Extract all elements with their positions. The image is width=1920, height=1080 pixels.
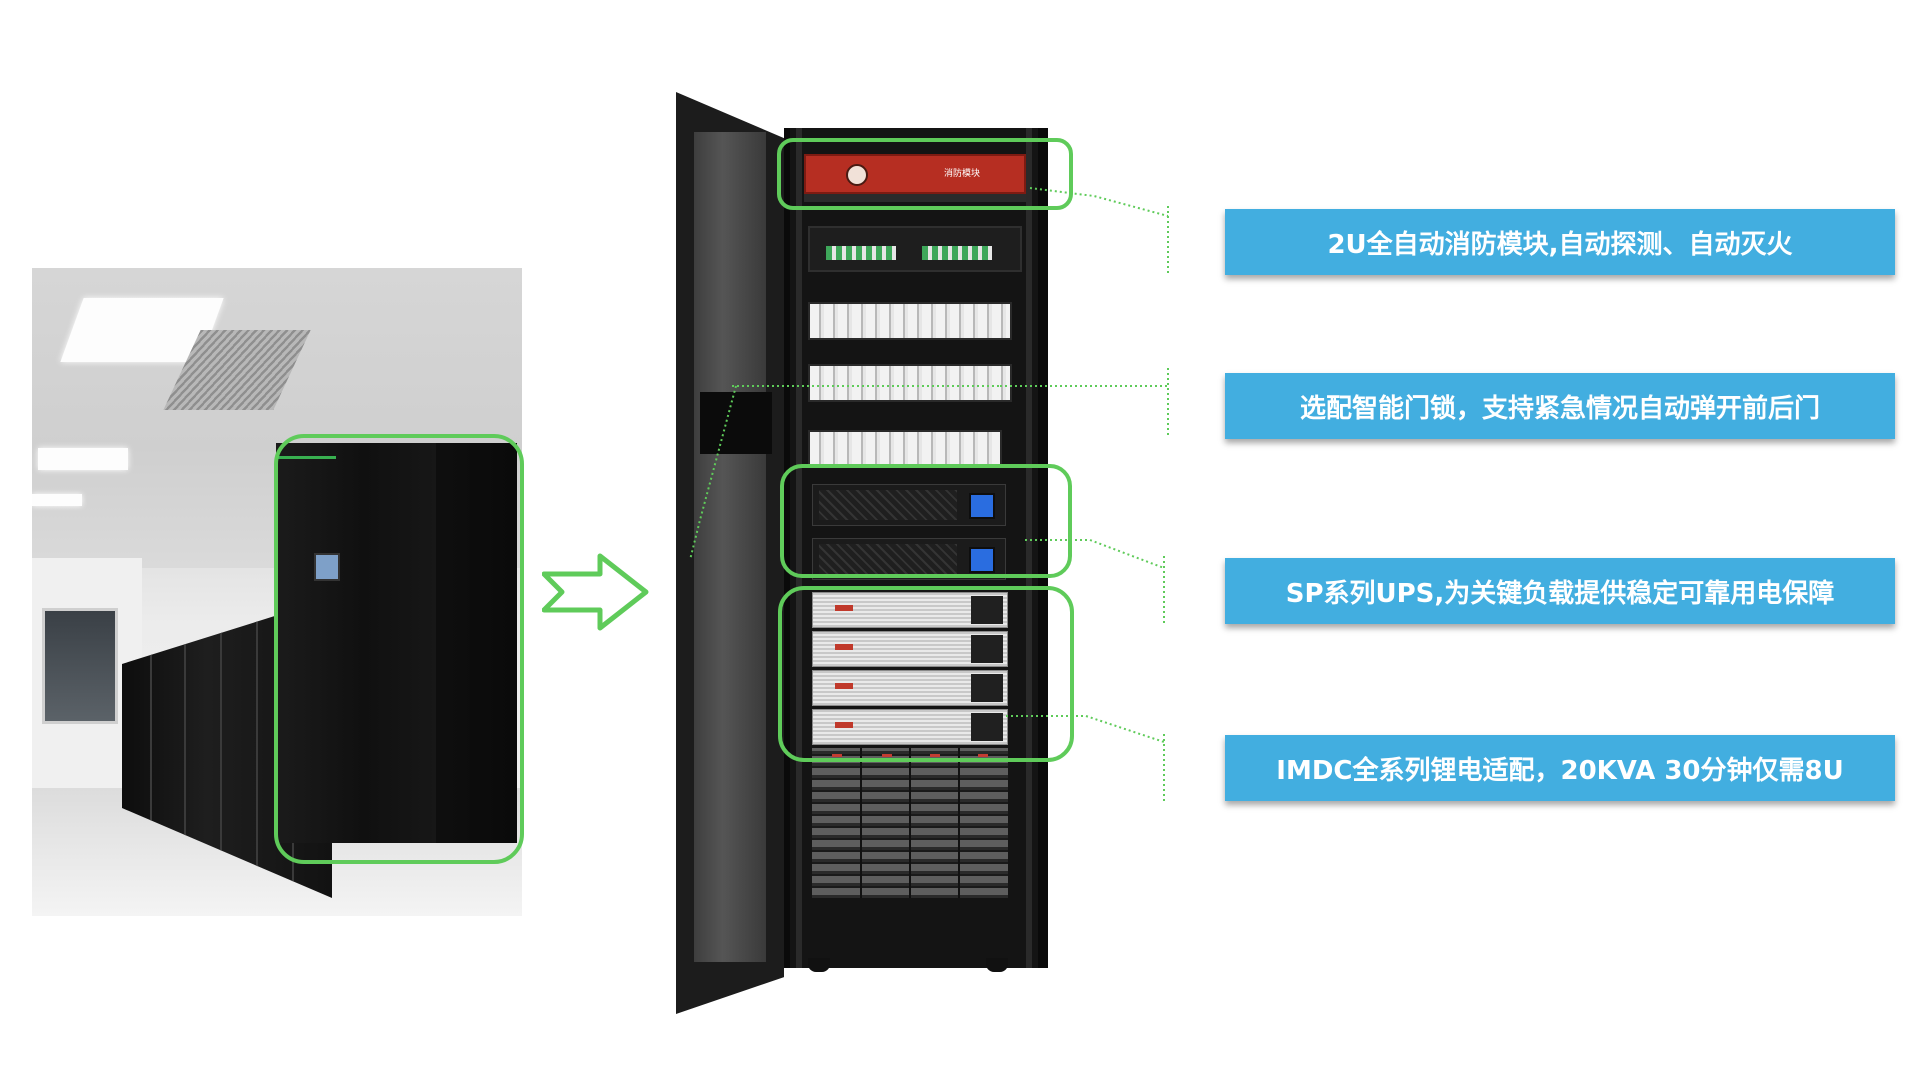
cabinet-front — [276, 443, 436, 843]
wall-window — [42, 608, 118, 724]
apc-logo — [835, 722, 853, 728]
ups-display — [969, 547, 995, 573]
lithium-battery-module — [812, 592, 1008, 628]
apc-logo — [835, 644, 853, 650]
callout-battery: IMDC全系列锂电适配，20KVA 30分钟仅需8U — [1225, 735, 1895, 801]
fire-module-knob — [846, 164, 868, 186]
server-drawers — [812, 748, 1008, 898]
callout-ups: SP系列UPS,为关键负载提供稳定可靠用电保障 — [1225, 558, 1895, 624]
ups-display — [969, 493, 995, 519]
ups-unit — [812, 484, 1006, 526]
fire-module-highlight — [777, 138, 1073, 210]
cabinet-display-screen — [314, 553, 340, 581]
callout-smart-lock: 选配智能门锁，支持紧急情况自动弹开前后门 — [1225, 373, 1895, 439]
terminal-block-row — [808, 226, 1022, 272]
lithium-battery-module — [812, 670, 1008, 706]
smart-door-lock — [700, 392, 772, 454]
ceiling-light — [38, 448, 128, 470]
fire-suppression-module: 消防模块 — [804, 154, 1026, 194]
fire-module-label: 消防模块 — [944, 169, 981, 179]
fire-module-base — [804, 194, 1026, 202]
green-light-strip — [276, 456, 336, 459]
apc-logo — [835, 605, 853, 611]
door-glass — [694, 132, 766, 962]
callout-fire-module: 2U全自动消防模块,自动探测、自动灭火 — [1225, 209, 1895, 275]
battery-highlight — [778, 586, 1074, 762]
apc-logo — [835, 683, 853, 689]
ups-unit — [812, 538, 1006, 580]
ceiling-light — [32, 494, 82, 506]
datacenter-room-photo — [32, 268, 522, 916]
breaker-panel — [808, 364, 1012, 402]
ups-highlight — [780, 464, 1072, 578]
photo-cabinet-highlight — [274, 434, 524, 864]
breaker-panel — [808, 302, 1012, 340]
lithium-battery-module — [812, 709, 1008, 745]
right-arrow-icon — [542, 553, 649, 631]
cabinet-door — [676, 92, 784, 1014]
lithium-battery-module — [812, 631, 1008, 667]
cabinet-feet — [790, 958, 1030, 976]
